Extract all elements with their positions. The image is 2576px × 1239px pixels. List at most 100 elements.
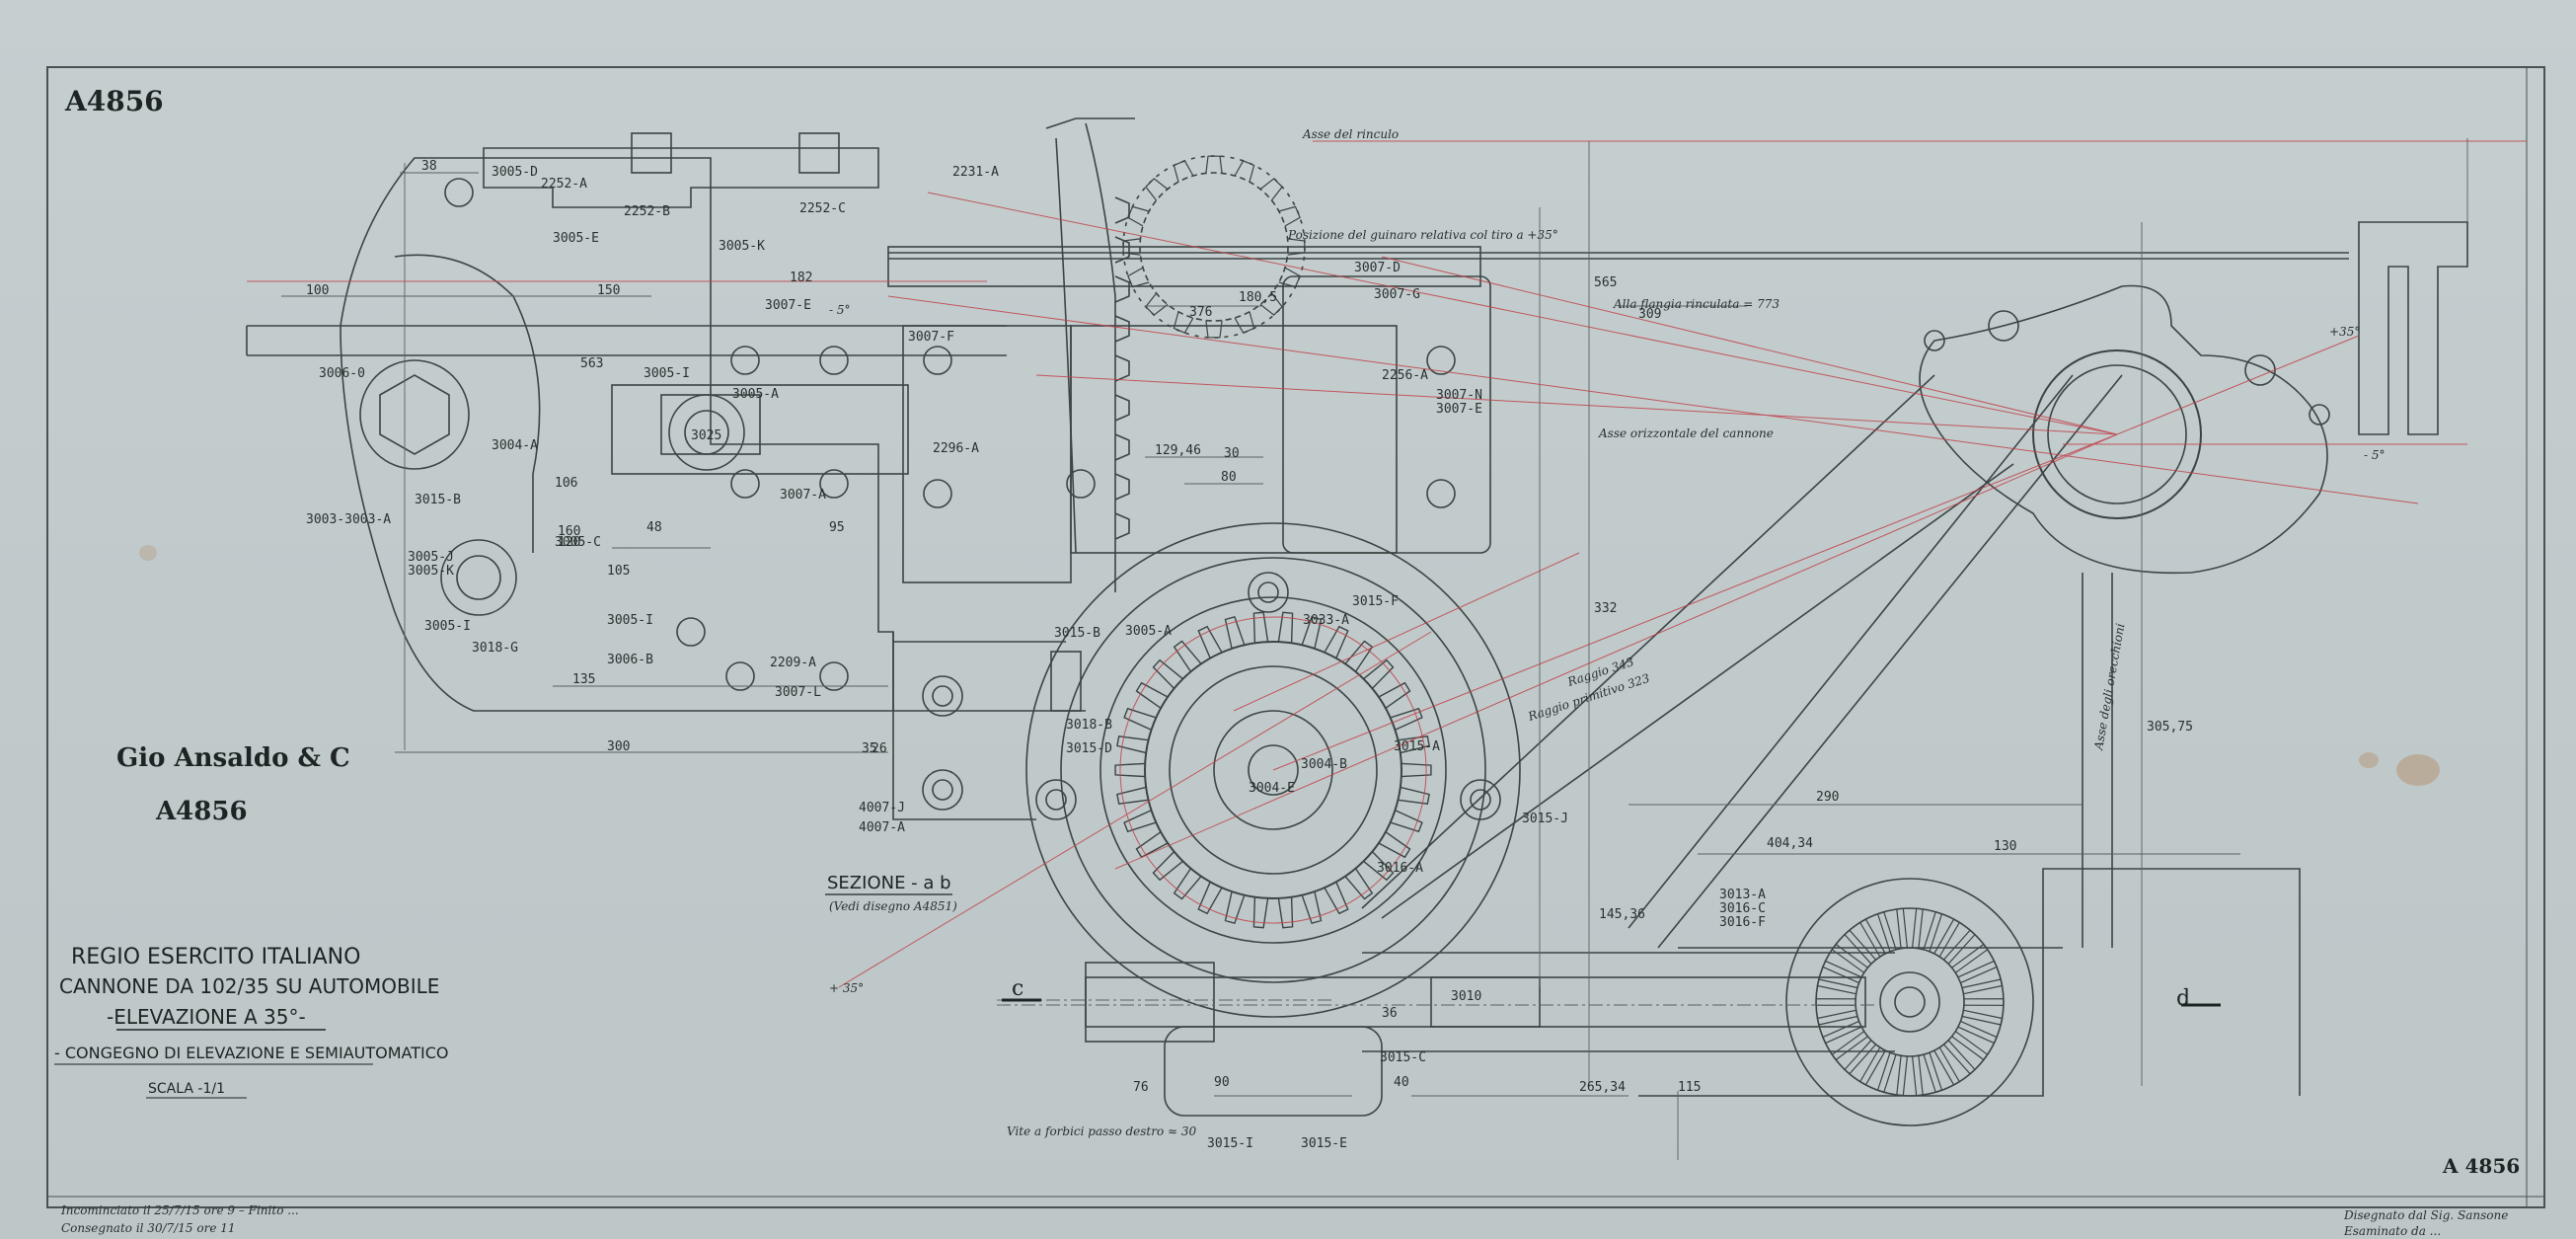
part-label: 4007-J [859, 801, 905, 815]
dimension-label: 36 [1382, 1006, 1398, 1021]
footer-right-2: Esaminato da ... [2343, 1224, 2441, 1238]
part-label: 3007-A [780, 488, 826, 503]
dimension-label: 105 [607, 564, 630, 579]
part-label: 3006-B [607, 653, 653, 667]
dimension-label: 38 [421, 159, 437, 174]
part-label: 3007-E [1436, 402, 1482, 417]
part-label: 3004-B [1301, 757, 1347, 772]
part-label: 3015-I [1207, 1136, 1253, 1151]
part-label: 3015-C [1380, 1050, 1426, 1065]
dimension-label: 150 [597, 283, 620, 298]
company-name: Gio Ansaldo & C [116, 743, 350, 773]
part-label: 3007-E [765, 298, 811, 313]
drawing-number-top: A4856 [64, 85, 164, 117]
part-label: 3005-E [553, 231, 599, 246]
dimension-label: 26 [871, 741, 887, 756]
company-number: A4856 [155, 797, 248, 826]
footer-left-2: Consegnato il 30/7/15 ore 11 [61, 1221, 236, 1235]
red-reference-lines [247, 140, 2527, 988]
bevel-gear-teeth [1815, 907, 2005, 1097]
dimension-label: 332 [1594, 601, 1617, 616]
part-label: 3007-D [1354, 261, 1401, 275]
part-label: 3015-A [1394, 739, 1440, 754]
dimension-label: 76 [1133, 1080, 1149, 1095]
part-label: 3004-A [492, 438, 538, 453]
dimension-label: 115 [1678, 1080, 1701, 1095]
scale-label: SCALA -1/1 [148, 1081, 225, 1097]
part-label: 3015-J [1522, 812, 1568, 826]
dimension-label: 290 [1816, 790, 1839, 805]
dimension-label: 80 [1221, 470, 1237, 485]
vite-label: Vite a forbici passo destro ≈ 30 [1007, 1124, 1197, 1138]
footer-right-1: Disegnato dal Sig. Sansone [2343, 1208, 2508, 1222]
section-ref: (Vedi disegno A4851) [829, 899, 957, 913]
stain [2359, 752, 2379, 768]
dimension-label: 182 [790, 271, 812, 285]
section-label: SEZIONE - a b [827, 873, 951, 893]
dimension-label: 305,75 [2147, 720, 2193, 735]
part-label: 3005-D [492, 165, 538, 180]
part-label: 3018-G [472, 641, 518, 656]
dimension-label: 563 [580, 356, 603, 371]
part-label: 3015-B [415, 493, 461, 507]
title-line-3: -ELEVAZIONE A 35°- [107, 1005, 306, 1029]
gear-tooth-path [1122, 155, 1306, 339]
pinion-teeth [1122, 155, 1306, 339]
dimension-label: 106 [555, 476, 577, 491]
part-label: 3005-K [408, 564, 454, 579]
part-label: 3005-I [424, 619, 471, 634]
part-label: 3033-A [1303, 613, 1349, 628]
dimension-label: 265,34 [1579, 1080, 1626, 1095]
part-label: 2296-A [933, 441, 979, 456]
dimension-label: 404,34 [1767, 836, 1813, 851]
dimension-label: 130 [1994, 839, 2016, 854]
dimension-label: 145,36 [1599, 907, 1645, 922]
posizione-zero-label: Posizione del guinaro relativa col tiro … [1287, 228, 1558, 242]
part-label: 3005-J [408, 550, 454, 565]
dimension-lines [281, 138, 2468, 1160]
angle-plus-35-label: +35° [2329, 325, 2360, 339]
title-line-2: CANNONE DA 102/35 SU AUTOMOBILE [59, 974, 439, 998]
dimension-label: 565 [1594, 275, 1617, 290]
part-label: 3010 [1451, 989, 1481, 1004]
part-label: 3003-3003-A [306, 512, 391, 527]
mechanism-linework [246, 117, 2468, 1126]
outer-border [46, 66, 2545, 1208]
dimension-label: 48 [646, 520, 662, 535]
stain [2396, 754, 2440, 786]
part-label: 3006-0 [319, 366, 365, 381]
part-label: 3007-G [1374, 287, 1420, 302]
part-label: 2252-A [541, 177, 587, 192]
part-label: 3013-A [1719, 888, 1766, 902]
part-label: 3016-A [1377, 861, 1423, 876]
dimension-label: 95 [829, 520, 845, 535]
angle-plus-35-lower-label: + 35° [829, 981, 864, 995]
gear-tooth-path [1815, 907, 2005, 1097]
title-line-4: - CONGEGNO DI ELEVAZIONE E SEMIAUTOMATIC… [54, 1044, 448, 1062]
part-label: 3005-I [644, 366, 690, 381]
dimension-label: 90 [1214, 1075, 1230, 1090]
gear-tooth-path [1114, 611, 1432, 929]
dimension-label: 100 [306, 283, 329, 298]
section-mark-c: c [1012, 976, 1023, 1001]
dimension-label: 180,5 [1239, 290, 1277, 305]
part-label: 2252-C [799, 201, 846, 216]
part-label: 3005-I [607, 613, 653, 628]
part-label: 2209-A [770, 656, 816, 670]
dimension-label: 120 [558, 535, 580, 550]
dimension-label: 160 [558, 524, 580, 539]
stain [139, 545, 157, 561]
part-label: 3015-F [1352, 594, 1399, 609]
footer-left-1: Incominciato il 25/7/15 ore 9 – Finito .… [60, 1203, 299, 1217]
part-label: 3015-B [1054, 626, 1100, 641]
dimension-label: 309 [1638, 307, 1661, 322]
part-label: 3005-A [732, 387, 779, 402]
part-label: 3016-F [1719, 915, 1766, 930]
part-label: 3015-D [1066, 741, 1112, 756]
dimension-label: 30 [1224, 446, 1240, 461]
part-label: 3004-E [1249, 781, 1295, 796]
part-label: 3016-C [1719, 901, 1766, 916]
